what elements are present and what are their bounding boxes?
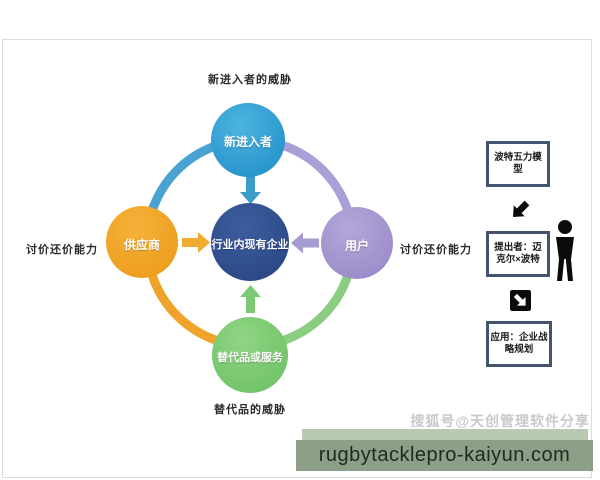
bargaining-label-right: 讨价还价能力 <box>400 244 472 256</box>
application-box: 应用：企业战略规划 <box>486 321 552 367</box>
down-right-arrow-icon <box>510 290 531 311</box>
domain-banner-text: rugbytacklepro-kaiyun.com <box>318 444 571 466</box>
arrow-bottom-to-center <box>240 285 261 313</box>
bargaining-label-left: 讨价还价能力 <box>26 244 98 256</box>
node-label-new-entrants: 新进入者 <box>223 135 272 149</box>
author-box: 提出者：迈克尔×波特 <box>486 231 550 277</box>
node-industry-circle <box>211 203 289 281</box>
down-left-arrow-icon <box>512 200 530 218</box>
node-buyers-circle <box>321 207 393 279</box>
threat-label-top: 新进入者的威胁 <box>208 74 292 86</box>
node-label-substitutes: 替代品或服务 <box>217 352 283 364</box>
arrow-right-to-center <box>291 232 319 254</box>
threat-label-bottom: 替代品的威胁 <box>214 404 286 416</box>
model-name-box: 波特五力模型 <box>486 141 550 187</box>
node-label-suppliers: 供应商 <box>123 238 160 252</box>
node-label-buyers: 用户 <box>344 239 369 253</box>
arrow-left-to-center <box>182 232 210 253</box>
node-new-entrants-circle <box>211 103 285 177</box>
domain-banner: rugbytacklepro-kaiyun.com <box>296 440 593 471</box>
node-suppliers-circle <box>106 206 178 278</box>
person-icon <box>556 220 574 281</box>
watermark-text: 搜狐号@天创管理软件分享 <box>410 413 590 429</box>
banner-strip <box>302 429 588 440</box>
node-substitutes-circle <box>212 317 288 393</box>
node-label-industry: 行业内现有企业 <box>211 239 289 251</box>
arrow-top-to-center <box>240 176 261 204</box>
